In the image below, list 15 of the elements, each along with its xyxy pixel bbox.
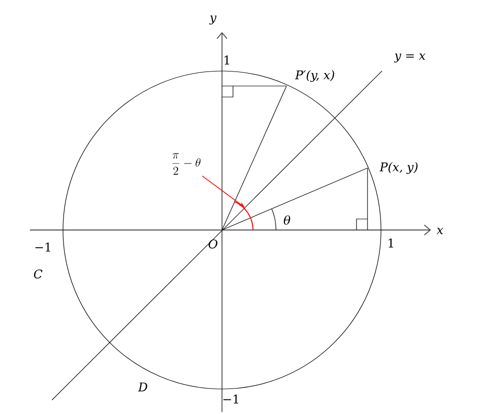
axis-label: D: [138, 382, 148, 392]
angle-label: $\frac{\pi}{2}-\theta$: [172, 153, 200, 175]
axis-label: −1: [35, 242, 50, 252]
axis-label: 1: [224, 56, 230, 64]
axis-label: P′(y, x): [294, 70, 334, 82]
axis-label: C: [34, 269, 42, 279]
axis-label: θ: [284, 215, 290, 225]
angle-arc: [234, 200, 254, 230]
axis-label: O: [208, 239, 218, 249]
axis-label: x: [436, 228, 444, 234]
axis-label: P(x, y): [380, 162, 418, 174]
axis-label: 1: [388, 238, 394, 248]
axis-label: −1: [223, 394, 238, 404]
axis-label: y: [209, 16, 217, 24]
axis-label: y = x: [394, 54, 426, 62]
